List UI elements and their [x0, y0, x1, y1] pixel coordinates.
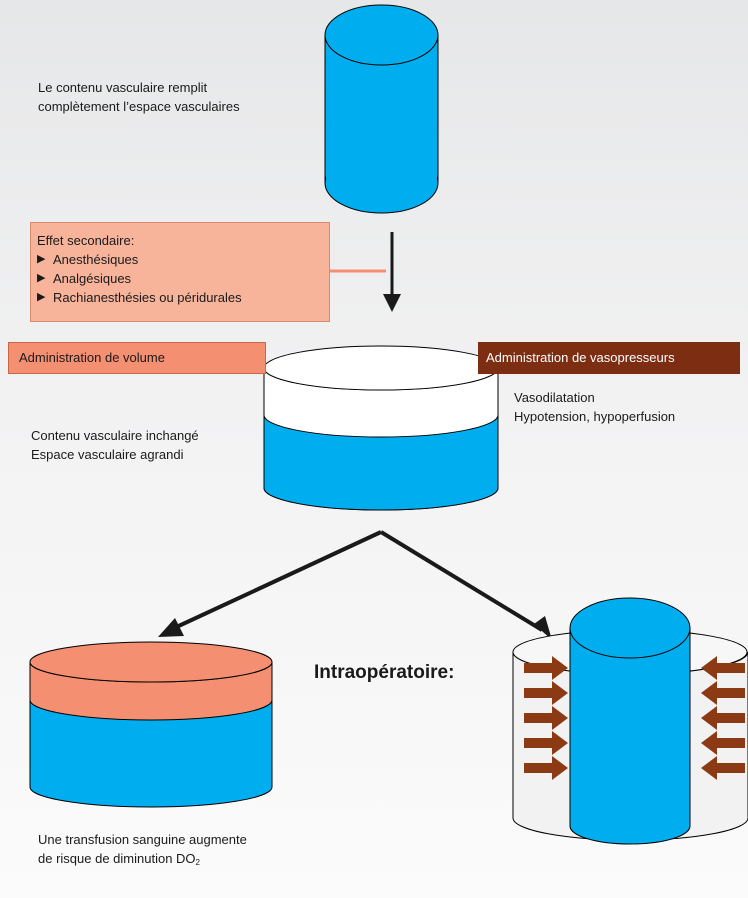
top-description-line2: complètement l’espace vasculaires: [38, 99, 240, 114]
bottom-description-subscript: 2: [195, 858, 200, 867]
vasopressor-cylinder: [512, 597, 748, 845]
side-effect-box: Effet secondaire: ▶ Anesthésiques ▶ Anal…: [30, 222, 330, 322]
compression-arrows: [524, 656, 745, 780]
side-effect-item-label: Rachianesthésies ou péridurales: [53, 290, 242, 305]
volume-cylinder: [29, 641, 273, 808]
vasodilatation-line1: Vasodilatation: [514, 390, 595, 405]
bullet-icon: ▶: [37, 291, 46, 303]
bottom-description-line2: de risque de diminution DO2: [38, 849, 247, 872]
intraoperative-headline: Intraopératoire:: [314, 662, 455, 683]
dilated-cylinder: [263, 345, 499, 511]
middle-left-line1: Contenu vasculaire inchangé: [31, 428, 199, 443]
down-arrow: [383, 232, 401, 312]
full-cylinder: [324, 4, 439, 214]
middle-left-text: Contenu vasculaire inchangé Espace vascu…: [31, 426, 199, 464]
bottom-description: Une transfusion sanguine augmente de ris…: [38, 830, 247, 872]
side-effect-item-label: Anesthésiques: [53, 252, 139, 267]
volume-administration-box: Administration de volume: [8, 342, 266, 374]
vasodilatation-text: Vasodilatation Hypotension, hypoperfusio…: [514, 388, 675, 426]
bottom-description-line1: Une transfusion sanguine augmente: [38, 832, 247, 847]
bullet-icon: ▶: [37, 272, 46, 284]
bullet-icon: ▶: [37, 253, 46, 265]
diverging-arrows: [158, 530, 552, 640]
bottom-description-line2-main: de risque de diminution DO: [38, 851, 196, 866]
side-effect-item: ▶ Analgésiques: [37, 269, 323, 288]
side-effect-title: Effet secondaire:: [37, 233, 135, 248]
top-description-line1: Le contenu vasculaire remplit: [38, 80, 208, 95]
side-effect-item-label: Analgésiques: [53, 271, 132, 286]
top-description: Le contenu vasculaire remplit complèteme…: [38, 78, 240, 116]
vasopressor-administration-box: Administration de vasopresseurs: [478, 342, 740, 374]
middle-left-line2: Espace vasculaire agrandi: [31, 447, 184, 462]
side-effect-item: ▶ Rachianesthésies ou péridurales: [37, 288, 323, 307]
side-effect-item: ▶ Anesthésiques: [37, 250, 323, 269]
vasodilatation-line2: Hypotension, hypoperfusion: [514, 409, 676, 424]
